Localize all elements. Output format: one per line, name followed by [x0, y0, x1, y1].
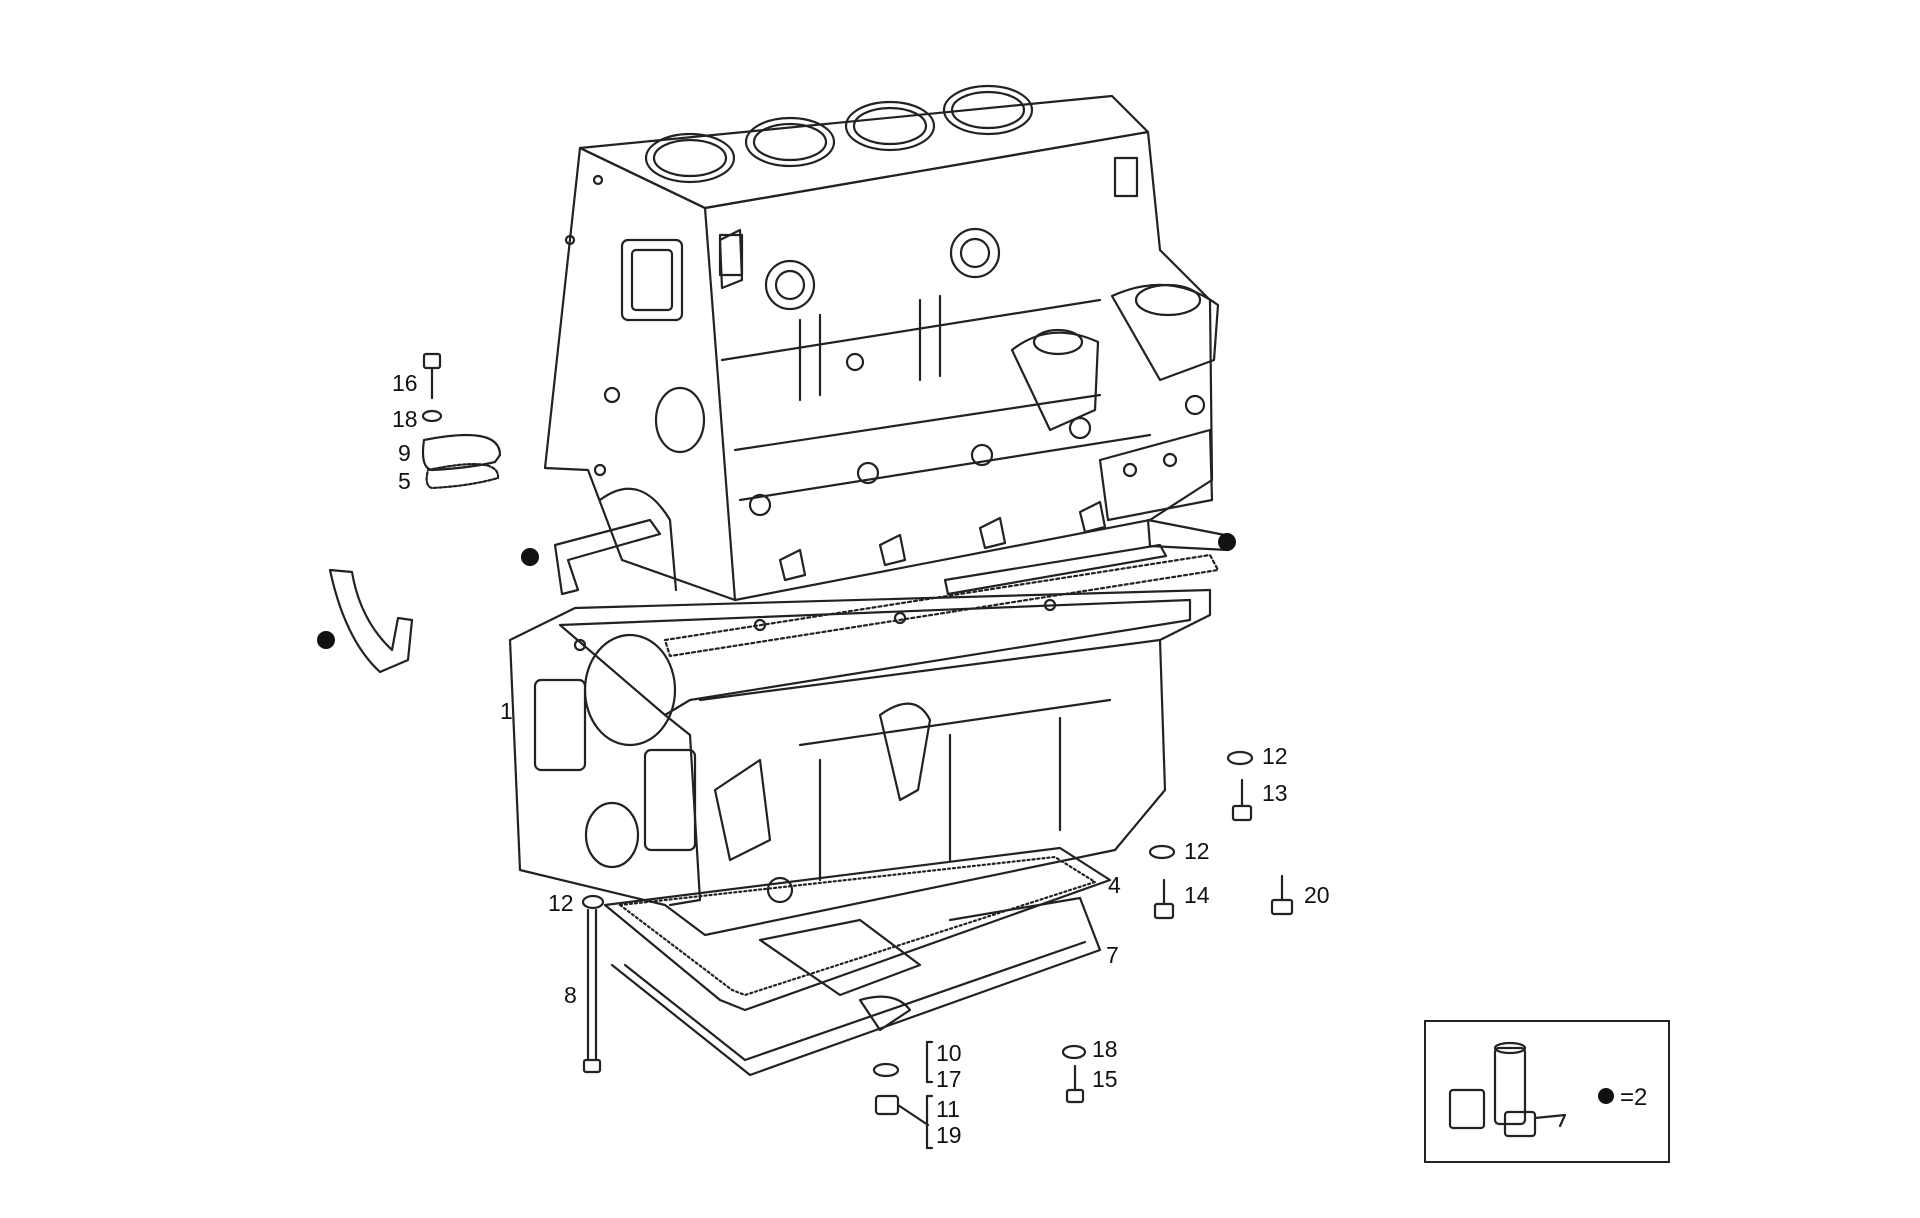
callout-12-upper: 12	[1262, 743, 1288, 769]
cover-plate-9	[421, 433, 502, 472]
callout-18-lower: 18	[1092, 1036, 1118, 1062]
oil-pan-assembly	[603, 846, 1112, 1077]
washer-18-lower	[1061, 1044, 1087, 1060]
callout-5: 5	[398, 468, 411, 494]
engine-block	[543, 84, 1220, 602]
washer-12-middle	[1148, 844, 1176, 860]
legend-text: =2	[1620, 1084, 1648, 1111]
washer-18	[421, 409, 443, 423]
callout-14: 14	[1184, 882, 1210, 908]
callout-20: 20	[1304, 882, 1330, 908]
callout-18: 18	[392, 406, 418, 432]
bolt-16	[422, 352, 442, 400]
washer-10-17	[872, 1062, 900, 1078]
sealant-dot-right	[1218, 533, 1236, 551]
callout-9: 9	[398, 440, 411, 466]
rear-seal-half	[328, 568, 414, 674]
callout-7: 7	[1106, 942, 1119, 968]
washer-12-left	[581, 894, 605, 910]
gasket-5	[425, 462, 500, 490]
stud-8	[582, 908, 602, 1074]
bolt-13	[1231, 778, 1253, 822]
bolt-14	[1153, 878, 1175, 920]
callout-15: 15	[1092, 1066, 1118, 1092]
bolt-20	[1270, 874, 1294, 916]
bracket-10-17	[925, 1040, 934, 1084]
callout-17: 17	[936, 1066, 962, 1092]
sealant-legend-box	[1424, 1020, 1670, 1163]
callout-11: 11	[936, 1096, 960, 1122]
callout-1: 1	[500, 698, 513, 724]
bracket-11-19	[925, 1094, 934, 1150]
washer-12-upper	[1226, 750, 1254, 766]
callout-10: 10	[936, 1040, 962, 1066]
legend-dot-icon	[1598, 1088, 1614, 1104]
crankcase	[508, 588, 1212, 937]
callout-12-middle: 12	[1184, 838, 1210, 864]
callout-4: 4	[1108, 872, 1121, 898]
callout-16: 16	[392, 370, 418, 396]
callout-19: 19	[936, 1122, 962, 1148]
callout-13: 13	[1262, 780, 1288, 806]
sealant-tube-icon	[1448, 1041, 1567, 1138]
drain-plug-11-19	[874, 1094, 930, 1127]
sealant-dot-left	[521, 548, 539, 566]
callout-12-left: 12	[548, 890, 574, 916]
sealant-dot-seal	[317, 631, 335, 649]
upper-gaskets	[553, 518, 1232, 658]
bolt-15	[1065, 1064, 1085, 1104]
callout-8: 8	[564, 982, 577, 1008]
